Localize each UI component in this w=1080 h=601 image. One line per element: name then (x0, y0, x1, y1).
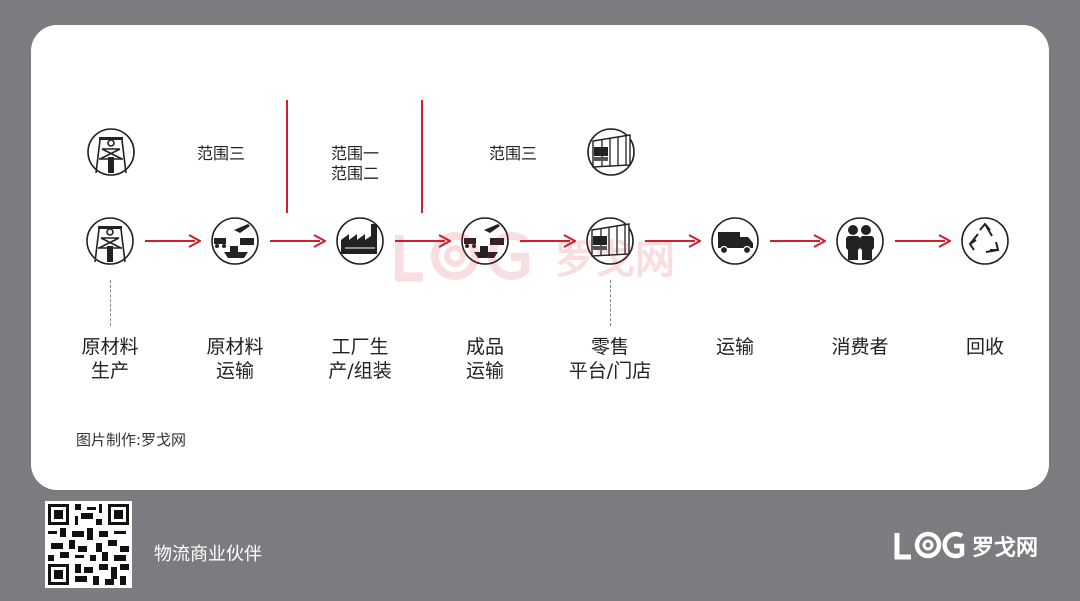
scope-divider-right (421, 100, 423, 213)
mine-tower-icon (87, 128, 135, 176)
scope-divider-left (286, 100, 288, 213)
stage-label-line: 原材料 (206, 336, 264, 358)
scope-label-line: 范围一 (330, 144, 379, 163)
stage-label-factory-assembly: 工厂生 产/组装 (305, 335, 415, 383)
flow-arrow (895, 234, 951, 248)
stage-label-line: 零售 (590, 336, 629, 358)
stage-label-consumers: 消费者 (805, 335, 915, 359)
scope-label-core: 范围一 范围二 (324, 144, 386, 184)
stage-label-line: 消费者 (831, 336, 889, 358)
stage-label-line: 工厂生 (331, 336, 389, 358)
stage-label-line: 平台/门店 (568, 360, 652, 382)
plane-truck-ship-icon (461, 217, 509, 265)
flow-arrow (770, 234, 826, 248)
flow-arrow (395, 234, 451, 248)
stage-label-transport: 运输 (680, 335, 790, 359)
dashed-connector (110, 280, 111, 326)
stage-label-line: 运输 (215, 360, 254, 382)
flow-arrow (145, 234, 201, 248)
stage-label-line: 运输 (715, 336, 754, 358)
stage-label-line: 生产 (90, 360, 129, 382)
delivery-truck-icon (711, 217, 759, 265)
scope-label-downstream: 范围三 (482, 144, 544, 164)
flow-arrow (270, 234, 326, 248)
recycle-icon (961, 217, 1009, 265)
footer-tagline: 物流商业伙伴 (154, 544, 262, 565)
retail-store-icon (587, 128, 635, 176)
stage-label-retail: 零售 平台/门店 (555, 335, 665, 383)
flow-arrow (645, 234, 701, 248)
retail-store-icon (586, 217, 634, 265)
plane-truck-ship-icon (211, 217, 259, 265)
consumers-icon (836, 217, 884, 265)
stage-label-line: 回收 (965, 336, 1004, 358)
scope-label-line: 范围三 (488, 144, 537, 163)
stage-label-raw-material-transport: 原材料 运输 (180, 335, 290, 383)
flow-arrow (520, 234, 576, 248)
image-credit: 图片制作:罗戈网 (76, 431, 187, 449)
scope-label-line: 范围二 (330, 164, 379, 183)
log-logo: 罗戈网 (894, 531, 1038, 561)
footer-logo-text: 罗戈网 (972, 536, 1038, 561)
diagram-card (31, 25, 1049, 490)
stage-label-line: 成品 (465, 336, 504, 358)
stage-label-line: 产/组装 (328, 360, 392, 382)
scope-label-upstream: 范围三 (190, 144, 252, 164)
stage-label-raw-material-production: 原材料 生产 (55, 335, 165, 383)
stage-label-line: 运输 (465, 360, 504, 382)
factory-icon (336, 217, 384, 265)
stage-label-line: 原材料 (81, 336, 139, 358)
dashed-connector (610, 280, 611, 326)
mine-tower-icon (86, 217, 134, 265)
stage-label-recycling: 回收 (930, 335, 1040, 359)
scope-label-line: 范围三 (196, 144, 245, 163)
stage-label-finished-goods-transport: 成品 运输 (430, 335, 540, 383)
qr-code (45, 501, 132, 588)
